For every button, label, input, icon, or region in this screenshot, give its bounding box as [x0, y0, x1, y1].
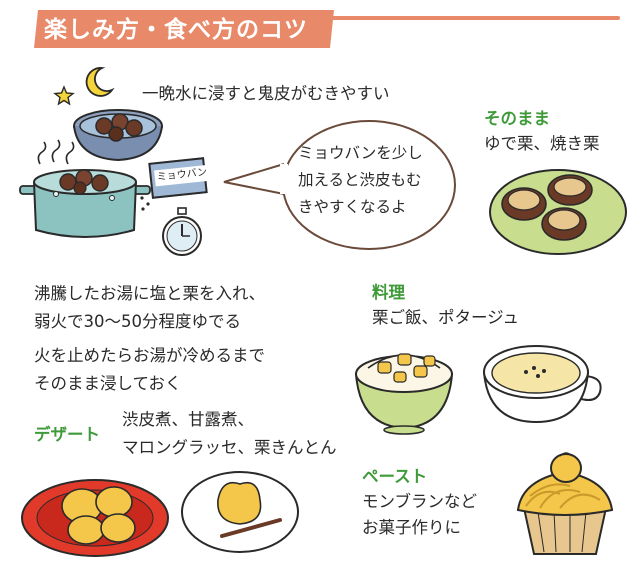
cooking-text: 栗ご飯、ポタージュ [372, 308, 520, 327]
alum-package-label: ミョウバン [154, 164, 210, 187]
alum-package: ミョウバン [148, 157, 210, 199]
boil-step-4: そのまま浸しておく [34, 374, 182, 393]
tip-soak-text: 一晩水に浸すと鬼皮がむきやすい [142, 84, 390, 103]
boil-step-1: 沸騰したお湯に塩と栗を入れ、 [34, 284, 266, 303]
dessert-line-2: マロングラッセ、栗きんとん [122, 438, 337, 457]
soak-bowl-illustration [73, 109, 163, 162]
speech-line-1: ミョウバンを少し [298, 144, 423, 162]
boil-step-2: 弱火で30～50分程度ゆでる [34, 312, 241, 331]
speech-line-3: きやすくなるよ [298, 198, 407, 216]
chestnut-rice-bowl-illustration [354, 353, 454, 435]
paste-line-2: お菓子作りに [362, 518, 461, 537]
as-is-heading: そのまま [484, 109, 550, 128]
paste-heading: ペースト [362, 467, 428, 486]
dessert-heading: デザート [34, 425, 100, 444]
dessert-line-1: 渋皮煮、甘露煮、 [122, 410, 254, 429]
star-icon [53, 85, 75, 106]
potage-cup-illustration [482, 345, 602, 424]
mont-blanc-illustration [516, 452, 614, 555]
paste-line-1: モンブランなど [362, 492, 478, 511]
sprinkle-icon [140, 196, 150, 211]
steam-icon [37, 139, 75, 165]
bubble-icon [223, 163, 285, 195]
kinton-plate-illustration [181, 471, 299, 553]
speech-line-2: 加えると渋皮もむ [298, 171, 422, 189]
speech-bubble [282, 120, 456, 250]
bubble-tail-cover [280, 164, 288, 194]
timer-icon [162, 207, 202, 256]
speech-bubble-text: ミョウバンを少し 加えると渋皮もむ きやすくなるよ [298, 140, 448, 221]
as-is-plate-illustration [489, 169, 627, 255]
title-underline [330, 16, 620, 20]
pot-illustration [19, 169, 151, 238]
kanroni-plate-illustration [21, 479, 169, 557]
as-is-text: ゆで栗、焼き栗 [484, 134, 600, 153]
cooking-heading: 料理 [372, 283, 405, 302]
page-title: 楽しみ方・食べ方のコツ [44, 17, 308, 43]
moon-icon [85, 67, 115, 97]
boil-step-3: 火を止めたらお湯が冷めるまで [34, 346, 265, 365]
